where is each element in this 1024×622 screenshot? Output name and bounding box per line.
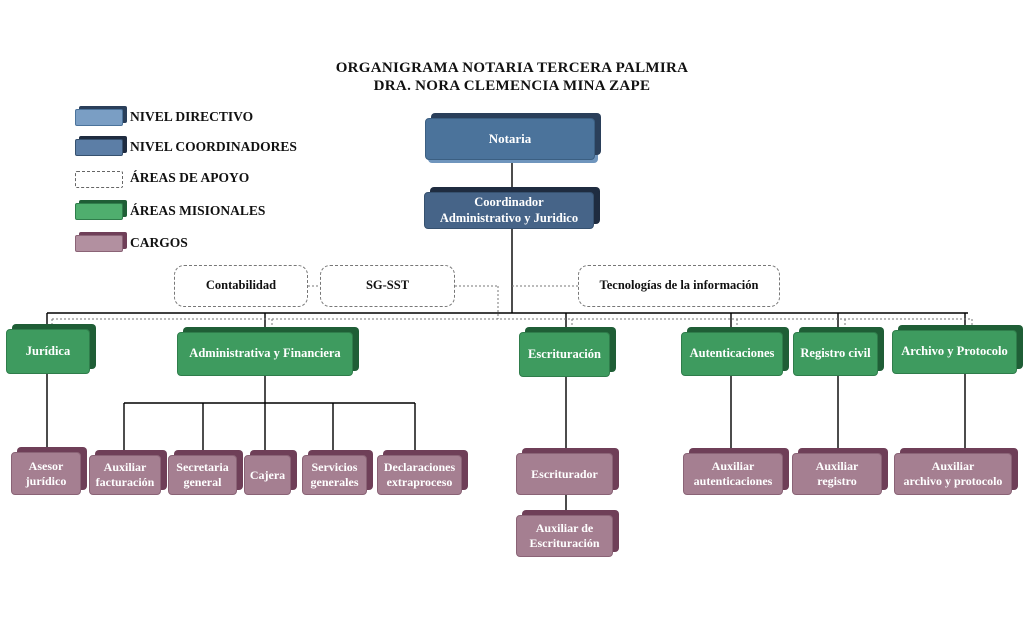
legend-swatch-misionales [75, 203, 123, 220]
node-contabilidad-label: Contabilidad [205, 278, 277, 293]
node-auxiliar-escrituracion-line2: Escrituración [529, 536, 600, 550]
node-secretaria-general-line1: Secretaria [176, 460, 229, 474]
node-declaraciones-extraproceso-line1: Declaraciones [383, 460, 456, 474]
node-administrativa-financiera: Administrativa y Financiera [177, 332, 353, 376]
legend-label-directivo: NIVEL DIRECTIVO [130, 109, 254, 124]
node-tecnologias: Tecnologías de la información [578, 265, 780, 307]
node-auxiliar-facturacion-line2: facturación [95, 475, 155, 489]
node-auxiliar-registro: Auxiliar registro [792, 453, 882, 495]
legend-label-apoyo: ÁREAS DE APOYO [130, 170, 250, 185]
node-cajera: Cajera [244, 455, 291, 495]
node-auxiliar-escrituracion: Auxiliar de Escrituración [516, 515, 613, 557]
legend-label-misionales: ÁREAS MISIONALES [130, 203, 266, 218]
node-asesor-juridico-line1: Asesor [28, 458, 64, 473]
node-escrituracion: Escrituración [519, 332, 610, 377]
node-coordinador: Coordinador Administrativo y Juridico [424, 192, 594, 229]
legend-swatch-directivo [75, 109, 123, 126]
node-tecnologias-label: Tecnologías de la información [599, 278, 759, 293]
node-auxiliar-archivo-protocolo-line1: Auxiliar [931, 459, 975, 473]
node-auxiliar-facturacion-line1: Auxiliar [103, 460, 147, 474]
node-archivo-protocolo: Archivo y Protocolo [892, 330, 1017, 374]
node-registro-civil: Registro civil [793, 332, 878, 376]
node-secretaria-general-line2: general [183, 475, 222, 489]
chart-subtitle: DRA. NORA CLEMENCIA MINA ZAPE [373, 78, 651, 94]
node-auxiliar-registro-line2: registro [817, 474, 857, 488]
node-auxiliar-autenticaciones: Auxiliar autenticaciones [683, 453, 783, 495]
node-sg-sst-label: SG-SST [365, 278, 410, 293]
node-contabilidad: Contabilidad [174, 265, 308, 307]
node-notaria-label: Notaria [488, 130, 532, 146]
node-autenticaciones: Autenticaciones [681, 332, 783, 376]
node-auxiliar-facturacion: Auxiliar facturación [89, 455, 161, 495]
node-servicios-generales-line2: generales [310, 475, 359, 489]
node-escriturador: Escriturador [516, 453, 613, 495]
node-declaraciones-extraproceso-line2: extraproceso [386, 475, 453, 489]
legend-swatch-cargos [75, 235, 123, 252]
chart-title: ORGANIGRAMA NOTARIA TERCERA PALMIRA [335, 60, 689, 76]
node-administrativa-financiera-label: Administrativa y Financiera [189, 346, 341, 361]
node-auxiliar-autenticaciones-line2: autenticaciones [693, 474, 773, 488]
node-coordinador-line2: Administrativo y Juridico [439, 210, 579, 225]
node-sg-sst: SG-SST [320, 265, 455, 307]
node-servicios-generales-line1: Servicios [311, 460, 358, 474]
node-escrituracion-label: Escrituración [528, 346, 601, 361]
node-archivo-protocolo-label: Archivo y Protocolo [901, 344, 1008, 359]
node-servicios-generales: Servicios generales [302, 455, 367, 495]
node-asesor-juridico-line2: jurídico [25, 473, 67, 488]
node-asesor-juridico: Asesor jurídico [11, 452, 81, 495]
node-juridica: Jurídica [6, 329, 90, 374]
node-registro-civil-label: Registro civil [800, 346, 871, 361]
legend-label-cargos: CARGOS [130, 235, 188, 250]
node-notaria: Notaria [425, 118, 595, 160]
node-auxiliar-escrituracion-line1: Auxiliar de [535, 521, 594, 535]
node-juridica-label: Jurídica [25, 343, 71, 358]
legend-swatch-coordinadores [75, 139, 123, 156]
node-auxiliar-archivo-protocolo: Auxiliar archivo y protocolo [894, 453, 1012, 495]
node-auxiliar-autenticaciones-line1: Auxiliar [711, 459, 755, 473]
node-secretaria-general: Secretaria general [168, 455, 237, 495]
node-auxiliar-archivo-protocolo-line2: archivo y protocolo [903, 474, 1003, 488]
node-auxiliar-registro-line1: Auxiliar [815, 459, 859, 473]
node-autenticaciones-label: Autenticaciones [689, 346, 775, 361]
node-cajera-label: Cajera [249, 467, 286, 482]
legend-swatch-apoyo [75, 171, 123, 188]
node-coordinador-line1: Coordinador [474, 194, 544, 209]
node-declaraciones-extraproceso: Declaraciones extraproceso [377, 455, 462, 495]
legend-label-coordinadores: NIVEL COORDINADORES [130, 139, 297, 154]
node-escriturador-label: Escriturador [531, 466, 598, 481]
